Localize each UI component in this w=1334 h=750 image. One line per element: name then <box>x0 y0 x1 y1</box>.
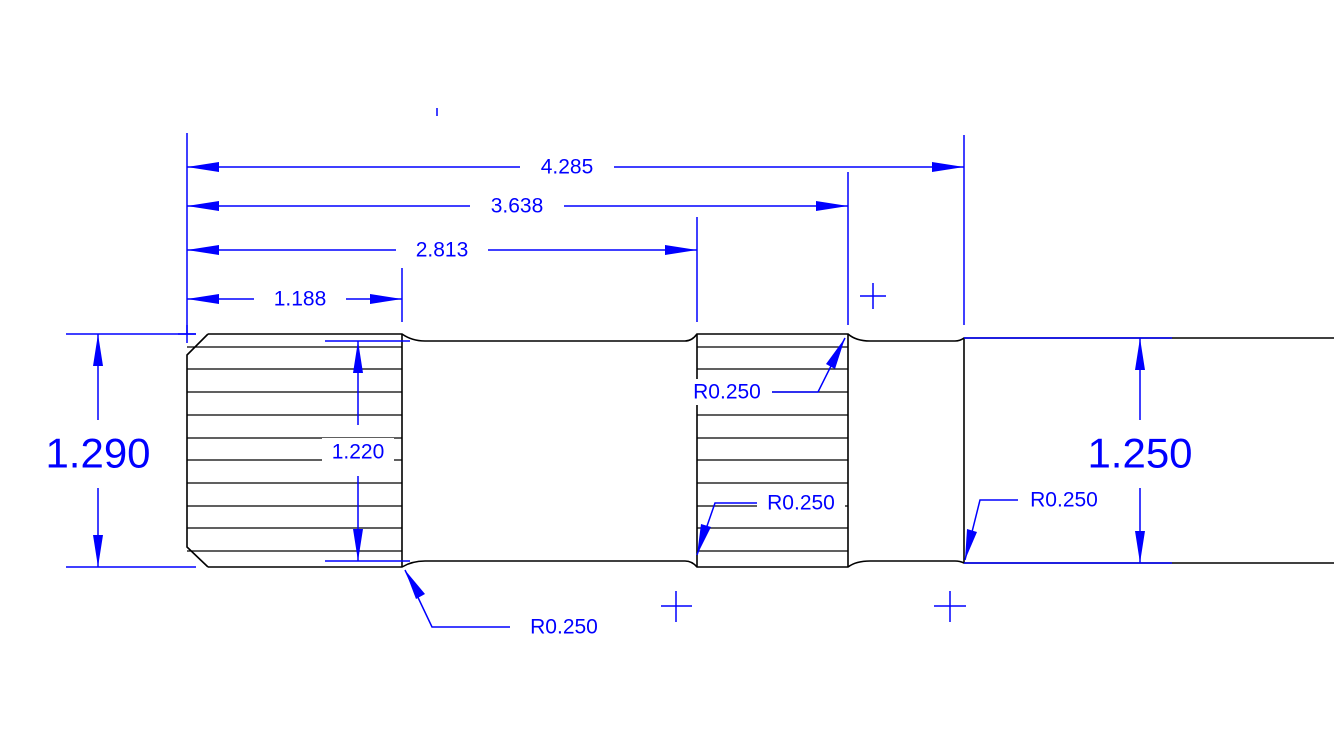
dim-shaft-diameter: 1.250 <box>1087 430 1192 477</box>
dim-overall-length: 4.285 <box>541 156 594 179</box>
vertical-dimensions: 1.290 1.220 1.250 <box>45 333 1193 568</box>
spline-hatch-lines <box>187 346 848 552</box>
dim-second-spline-length: 2.813 <box>416 239 469 262</box>
radius-label-first-groove: R0.250 <box>530 616 598 639</box>
radius-label-shoulder: R0.250 <box>1030 489 1098 512</box>
radius-label-second-spline: R0.250 <box>767 492 835 515</box>
shaft-outline <box>186 333 1334 568</box>
radius-callouts: R0.250 R0.250 R0.250 R0.250 <box>404 337 1098 639</box>
dim-groove-length: 3.638 <box>491 195 544 218</box>
horizontal-dimensions: 4.285 3.638 2.813 1.188 <box>186 133 965 334</box>
dim-first-spline-length: 1.188 <box>274 288 327 311</box>
dim-spline-minor-diameter: 1.220 <box>332 441 385 464</box>
dim-spline-major-diameter: 1.290 <box>45 430 150 477</box>
center-marks <box>178 108 966 622</box>
radius-label-upper-groove: R0.250 <box>693 381 761 404</box>
